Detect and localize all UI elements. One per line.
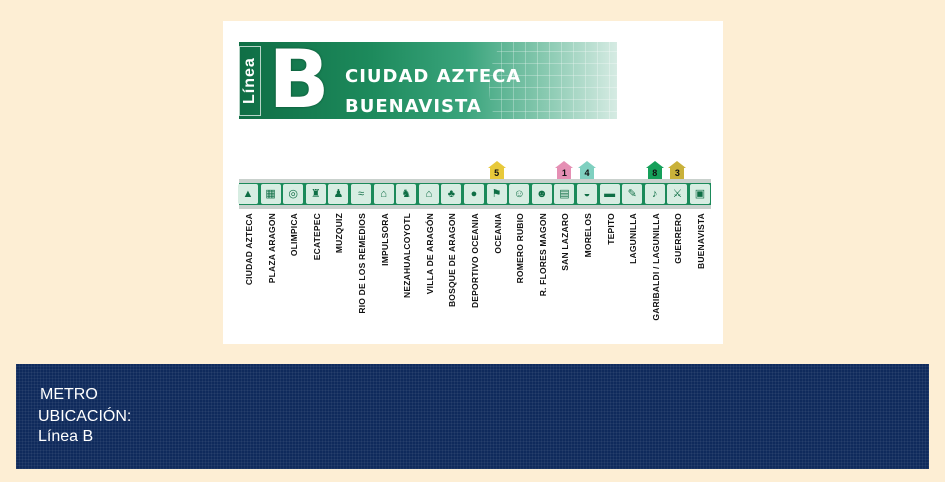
transfer-line-number: 1 bbox=[557, 167, 572, 179]
station-name: BOSQUE DE ARAGON bbox=[445, 213, 457, 333]
station-label: DEPORTIVO OCEANIA bbox=[470, 213, 480, 309]
station-name: BUENAVISTA bbox=[694, 213, 706, 333]
line-letter: B bbox=[268, 42, 330, 119]
station-label: VILLA DE ARAGÓN bbox=[424, 213, 435, 295]
sports-icon: ● bbox=[464, 184, 484, 204]
shoe-icon: ▬ bbox=[599, 184, 620, 204]
station-label: RIO DE LOS REMEDIOS bbox=[357, 213, 367, 314]
footer-location-label: UBICACIÓN: bbox=[38, 408, 132, 425]
metro-line-card: Línea B CIUDAD AZTECA BUENAVISTA ▲ CIUDAD… bbox=[223, 21, 723, 344]
river-icon: ≈ bbox=[351, 184, 371, 204]
station-label: CIUDAD AZTECA bbox=[244, 213, 254, 286]
terminal-a: CIUDAD AZTECA bbox=[345, 66, 522, 87]
station-name: ROMERO RUBIO bbox=[513, 213, 525, 333]
station-name: GUERRERO bbox=[671, 213, 683, 333]
station-label: OLIMPICA bbox=[289, 213, 300, 257]
ship-icon: ⚑ bbox=[486, 184, 507, 204]
station-name: SAN LAZARO bbox=[558, 213, 570, 333]
house-icon: ⌂ bbox=[418, 184, 439, 204]
station-name: MORELOS bbox=[581, 213, 593, 333]
transfer-arrow-icon bbox=[555, 161, 574, 168]
station-name: PLAZA ARAGON bbox=[265, 213, 277, 333]
station-name: RIO DE LOS REMEDIOS bbox=[355, 213, 367, 333]
station-label: ECATEPEC bbox=[311, 213, 322, 261]
train-icon: ▤ bbox=[554, 184, 575, 204]
transfer-line-number: 8 bbox=[647, 167, 662, 179]
transfer-badge: 8 bbox=[645, 161, 664, 181]
station-label: MORELOS bbox=[583, 213, 593, 258]
station-name: OCEANIA bbox=[491, 213, 503, 333]
transfer-arrow-icon bbox=[487, 161, 506, 168]
station-label: TEPITO bbox=[605, 213, 616, 245]
station-label: SAN LAZARO bbox=[560, 213, 571, 271]
station-label: GUERRERO bbox=[673, 213, 684, 264]
station-name: OLIMPICA bbox=[287, 213, 299, 333]
station-name: DEPORTIVO OCEANIA bbox=[468, 213, 480, 333]
footer-location-value: Línea B bbox=[38, 428, 94, 445]
transfer-line-number: 3 bbox=[670, 167, 685, 179]
transfer-badge: 5 bbox=[487, 161, 506, 181]
station-label: LAGUNILLA bbox=[628, 213, 639, 264]
train-front-icon: ▣ bbox=[690, 184, 710, 204]
tree-icon: ♣ bbox=[441, 184, 462, 204]
station-name: VILLA DE ARAGÓN bbox=[423, 213, 435, 333]
footer-panel: METRO UBICACIÓN: Línea B bbox=[16, 364, 929, 469]
station-label: MUZQUIZ bbox=[334, 213, 345, 254]
station-name: NEZAHUALCOYOTL bbox=[400, 213, 412, 333]
station-label: GARIBALDI / LAGUNILLA bbox=[650, 213, 661, 321]
coyote-icon: ♞ bbox=[396, 184, 417, 204]
station-name: LAGUNILLA bbox=[626, 213, 638, 333]
station-label: BOSQUE DE ARAGON bbox=[447, 213, 458, 308]
station-label: ROMERO RUBIO bbox=[515, 213, 526, 284]
station-label: BUENAVISTA bbox=[696, 213, 706, 269]
station-name: R. FLORES MAGON bbox=[536, 213, 548, 333]
station-name: TEPITO bbox=[604, 213, 616, 333]
transfer-badge: 1 bbox=[555, 161, 574, 181]
transfer-badge: 4 bbox=[578, 161, 596, 181]
station-name: CIUDAD AZTECA bbox=[242, 213, 254, 333]
transfer-line-number: 5 bbox=[489, 167, 504, 179]
guitar-icon: ♪ bbox=[644, 184, 665, 204]
pyramid-icon: ▲ bbox=[238, 184, 258, 204]
station-name: GARIBALDI / LAGUNILLA bbox=[649, 213, 661, 333]
station-name: MUZQUIZ bbox=[332, 213, 344, 333]
station-label: NEZAHUALCOYOTL bbox=[402, 213, 413, 298]
globe-watermark-icon bbox=[489, 42, 617, 119]
line-banner: Línea B CIUDAD AZTECA BUENAVISTA bbox=[239, 42, 617, 119]
linea-word: Línea bbox=[239, 46, 261, 116]
transfer-line-number: 4 bbox=[580, 167, 594, 179]
station-label: OCEANIA bbox=[492, 213, 503, 254]
station-label: R. FLORES MAGON bbox=[537, 213, 548, 297]
monument-icon: ♜ bbox=[305, 184, 326, 204]
plaza-icon: ▦ bbox=[260, 184, 281, 204]
station-label: PLAZA ARAGON bbox=[266, 213, 277, 284]
portrait-icon: ☻ bbox=[531, 184, 552, 204]
bust-icon: ☺ bbox=[509, 184, 530, 204]
station-name: ECATEPEC bbox=[310, 213, 322, 333]
helmet-icon: ◒ bbox=[577, 184, 597, 204]
transfer-badge: 3 bbox=[668, 161, 687, 181]
pen-icon: ✎ bbox=[622, 184, 643, 204]
factory-icon: ⌂ bbox=[373, 184, 394, 204]
statue-icon: ♟ bbox=[328, 184, 349, 204]
terminal-b: BUENAVISTA bbox=[345, 96, 482, 117]
transfer-arrow-icon bbox=[578, 161, 596, 168]
footer-title: METRO bbox=[40, 386, 98, 403]
olympic-rings-icon: ◎ bbox=[283, 184, 304, 204]
station-name: IMPULSORA bbox=[378, 213, 390, 333]
warrior-icon: ⚔ bbox=[667, 184, 688, 204]
station-label: IMPULSORA bbox=[379, 213, 390, 266]
transfer-arrow-icon bbox=[645, 161, 664, 168]
transfer-arrow-icon bbox=[668, 161, 687, 168]
